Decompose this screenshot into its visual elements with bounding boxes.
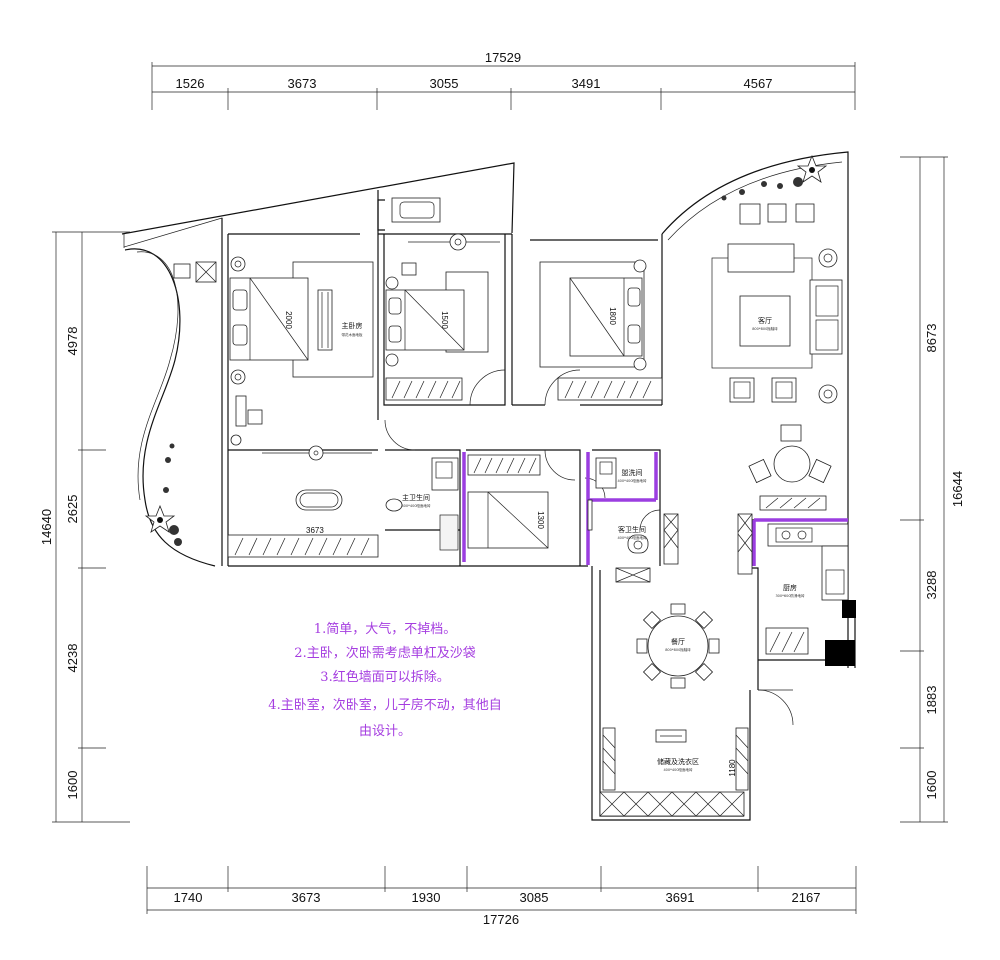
left-dimension-chain: 14640 4978 2625 4238 1600 <box>39 231 130 823</box>
master-bath-label: 主卫生间 <box>402 493 430 502</box>
small-bath-fixtures <box>385 457 649 554</box>
master-bedroom-sublabel: 带花木面地板 <box>342 332 363 337</box>
right-dimension-chain: 8673 3288 1883 1600 16644 <box>900 156 965 823</box>
laundry-sublabel: 400*400哑面地砖 <box>617 478 647 483</box>
dining-room-label: 餐厅 <box>671 637 685 646</box>
master-bedroom-label: 主卧房 <box>342 321 363 330</box>
note-1: 1.简单，大气，不掉档。 <box>314 621 456 637</box>
living-room-label: 客厅 <box>758 316 772 325</box>
top-dimension-2: 3673 <box>288 76 317 91</box>
bed-bedroom-3-size: 1800 <box>608 307 617 325</box>
storage-dimension: 1180 <box>728 759 737 777</box>
right-dimension-1: 8673 <box>924 324 939 353</box>
right-dimension-4: 1600 <box>924 771 939 800</box>
bed-bedroom-3: 1800 <box>539 259 647 371</box>
left-dimension-2: 2625 <box>65 495 80 524</box>
plant-left <box>144 443 182 546</box>
bottom-dimension-4: 3085 <box>520 890 549 905</box>
design-notes: 1.简单，大气，不掉档。 2.主卧，次卧需考虑单杠及沙袋 3.红色墙面可以拆除。… <box>268 621 501 739</box>
plants <box>144 154 828 546</box>
laundry-label: 盥洗间 <box>622 468 643 477</box>
bed-son-room: 1300 <box>467 491 549 549</box>
wardrobe-bedroom-3 <box>557 377 663 401</box>
storage-cabinets <box>599 513 753 817</box>
bottom-dimension-3: 1930 <box>412 890 441 905</box>
room-labels: 主卧房 带花木面地板 主卫生间 400*400哑面地砖 盥洗间 400*400哑… <box>342 321 648 540</box>
bed-son-room-size: 1300 <box>536 511 545 529</box>
top-total-dimension: 17529 <box>485 50 521 65</box>
dining-room-sublabel: 800*800抛釉砖 <box>665 647 691 652</box>
master-bath-sublabel: 400*400哑面地砖 <box>401 503 431 508</box>
round-table <box>748 424 832 511</box>
plant-top-right <box>721 154 828 201</box>
bottom-dimension-2: 3673 <box>292 890 321 905</box>
storage-label: 储藏及洗衣区 <box>657 757 699 766</box>
kitchen-fixtures: 厨房 300*600防滑地砖 <box>765 523 856 666</box>
left-dimension-1: 4978 <box>65 327 80 356</box>
bed-master: 2000 <box>229 256 374 385</box>
note-3: 3.红色墙面可以拆除。 <box>320 669 449 685</box>
bottom-dimension-5: 3691 <box>666 890 695 905</box>
right-dimension-3: 1883 <box>924 686 939 715</box>
master-bath-fixtures: 3673 <box>173 197 500 535</box>
wardrobes <box>227 377 753 817</box>
wardrobe-son-room <box>467 454 541 476</box>
wardrobe-master-bath <box>227 534 379 558</box>
interior-walls <box>228 190 848 726</box>
note-2: 2.主卧，次卧需考虑单杠及沙袋 <box>294 645 475 661</box>
storage-area: 储藏及洗衣区 400*400哑面地砖 1180 <box>655 729 737 777</box>
bottom-dimension-6: 2167 <box>792 890 821 905</box>
left-total-dimension: 14640 <box>39 509 54 545</box>
top-dimension-3: 3055 <box>430 76 459 91</box>
top-dimension-4: 3491 <box>572 76 601 91</box>
left-dimension-4: 1600 <box>65 771 80 800</box>
top-dimension-5: 4567 <box>744 76 773 91</box>
bed-bedroom-2-size: 1500 <box>440 311 449 329</box>
top-dimension-chain: 17529 1526 3673 3055 3491 4567 <box>151 50 856 110</box>
bottom-total-dimension: 17726 <box>483 912 519 927</box>
guest-bath-label: 客卫生间 <box>618 525 646 534</box>
note-4: 4.主卧室，次卧室，儿子房不动，其他自 <box>268 697 501 713</box>
dining-table: 餐厅 800*800抛釉砖 <box>636 603 720 689</box>
storage-sublabel: 400*400哑面地砖 <box>663 767 693 772</box>
note-5: 由设计。 <box>359 724 411 739</box>
guest-bath-sublabel: 400*400哑面地砖 <box>617 535 647 540</box>
right-dimension-2: 3288 <box>924 571 939 600</box>
left-dimension-3: 4238 <box>65 644 80 673</box>
living-room-furniture: 客厅 800*800抛釉砖 <box>711 203 843 404</box>
top-dimension-1: 1526 <box>176 76 205 91</box>
living-room-sublabel: 800*800抛釉砖 <box>752 326 778 331</box>
bottom-dimension-chain: 1740 3673 1930 3085 3691 2167 17726 <box>146 866 857 927</box>
bottom-dimension-1: 1740 <box>174 890 203 905</box>
right-total-dimension: 16644 <box>950 471 965 507</box>
wardrobe-bedroom-2 <box>385 377 463 401</box>
kitchen-sublabel: 300*600防滑地砖 <box>775 593 805 598</box>
bed-master-size: 2000 <box>284 311 293 329</box>
master-bath-dimension: 3673 <box>306 526 324 535</box>
bed-bedroom-2: 1500 <box>385 262 489 367</box>
kitchen-label: 厨房 <box>783 583 797 592</box>
